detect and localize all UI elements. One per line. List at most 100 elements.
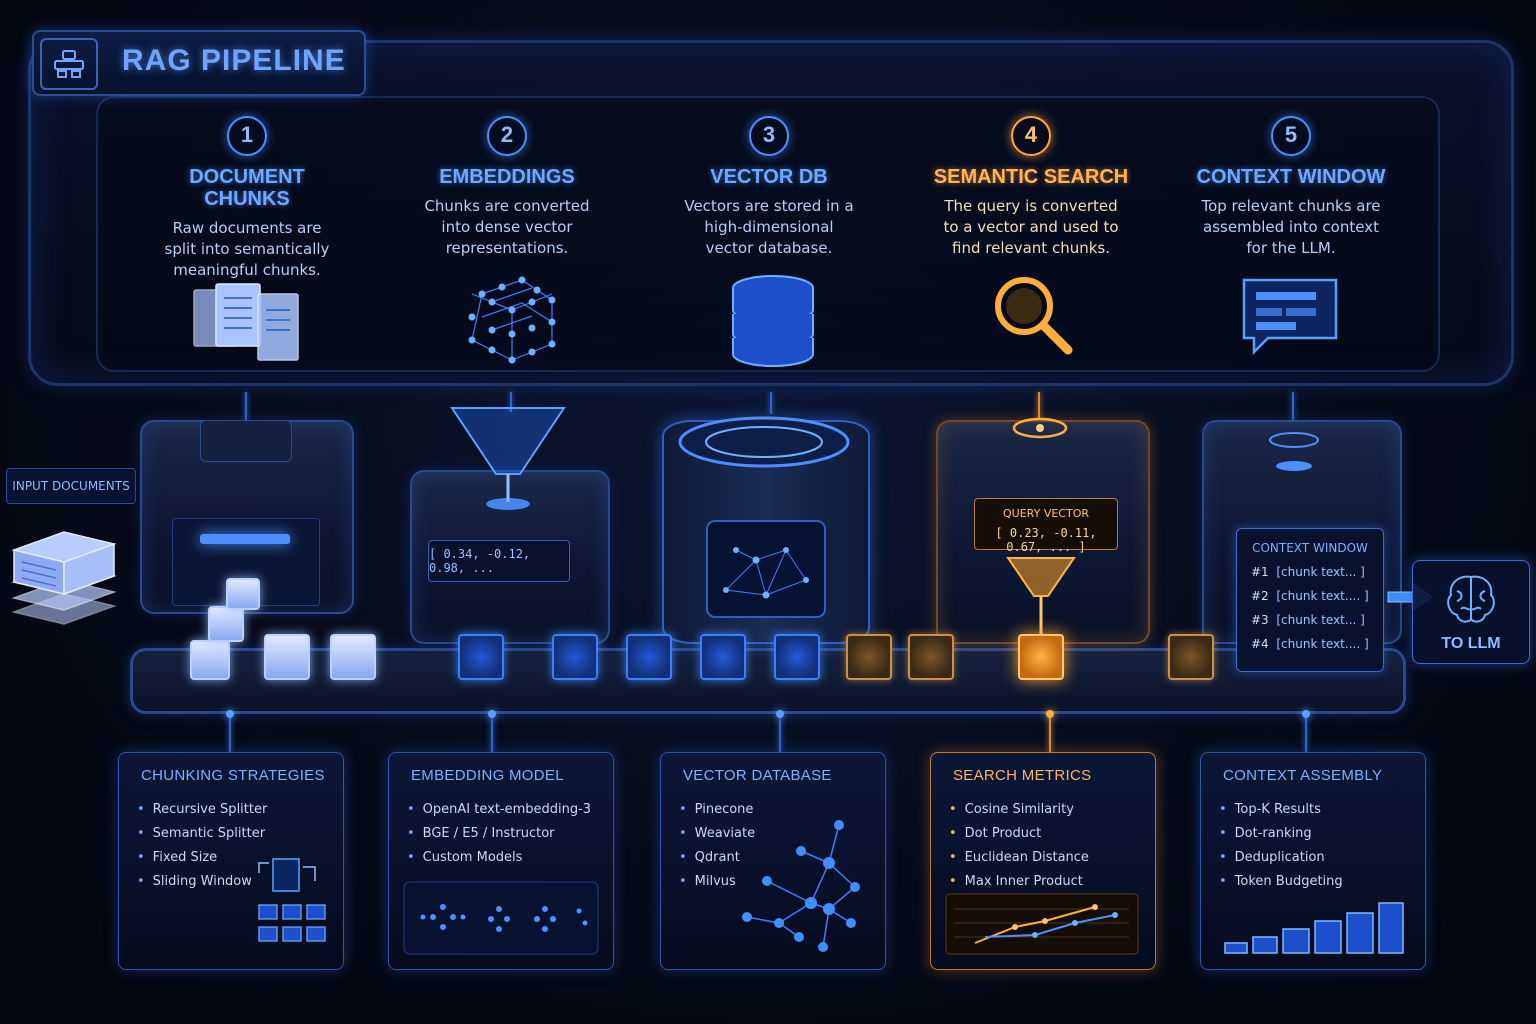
to-llm-label: TO LLM (1441, 635, 1501, 652)
chunk-cube (226, 578, 260, 610)
context-row: #1 [chunk text... ] (1251, 565, 1365, 579)
list-item: Custom Models (407, 846, 613, 870)
pipeline-icon (40, 38, 98, 90)
chunker-light (200, 534, 290, 544)
connector-dot (226, 710, 234, 718)
card-chunking-strategies: CHUNKING STRATEGIES Recursive Splitter S… (118, 752, 344, 970)
card-title: VECTOR DATABASE (683, 767, 832, 784)
matched-cube (1018, 634, 1064, 680)
chunk-cube (190, 640, 230, 680)
vector-cube (626, 634, 672, 680)
context-row: #2 [chunk text.... ] (1251, 589, 1369, 603)
list-item: Recursive Splitter (137, 798, 343, 822)
context-row: #4 [chunk text.... ] (1251, 637, 1369, 651)
embedding-screen: [ 0.34, -0.12, 0.98, ... (428, 540, 570, 582)
page-title: RAG PIPELINE (122, 44, 346, 77)
list-item: Euclidean Distance (949, 846, 1155, 870)
list-item: Qdrant (679, 846, 885, 870)
vector-cube (552, 634, 598, 680)
input-documents-stack-icon (11, 531, 117, 625)
card-title: SEARCH METRICS (953, 767, 1092, 784)
card-title: CONTEXT ASSEMBLY (1223, 767, 1383, 784)
step-number: 2 (487, 116, 527, 156)
candidate-cube (1168, 634, 1214, 680)
list-item: Semantic Splitter (137, 822, 343, 846)
chunk-cube (208, 606, 244, 642)
card-context-assembly: CONTEXT ASSEMBLY Top-K Results Dot-ranki… (1200, 752, 1426, 970)
stacked-blocks-icon (1224, 902, 1404, 954)
connector (229, 718, 231, 752)
list-item: Milvus (679, 870, 885, 894)
connector-dot (1046, 710, 1054, 718)
magnifier-icon (995, 277, 1073, 355)
list-item: Top-K Results (1219, 798, 1425, 822)
list-item: Cosine Similarity (949, 798, 1155, 822)
candidate-cube (908, 634, 954, 680)
list-item: Weaviate (679, 822, 885, 846)
connector (510, 392, 512, 412)
candidate-cube (846, 634, 892, 680)
step-context-window: 5 CONTEXT WINDOW Top relevant chunks are… (1166, 116, 1416, 259)
connector (779, 718, 781, 752)
card-search-metrics: SEARCH METRICS Cosine Similarity Dot Pro… (930, 752, 1156, 970)
step-title: EMBEDDINGS (439, 166, 575, 188)
embedding-funnel-icon (450, 407, 566, 510)
list-item: BGE / E5 / Instructor (407, 822, 613, 846)
list-item: Sliding Window (137, 870, 343, 894)
chunker-top (200, 420, 292, 462)
card-vector-database: VECTOR DATABASE Pinecone Weaviate Qdrant… (660, 752, 886, 970)
connector-dot (1302, 710, 1310, 718)
list-item: Fixed Size (137, 846, 343, 870)
context-row: #3 [chunk text... ] (1251, 613, 1365, 627)
list-item: OpenAI text-embedding-3 (407, 798, 613, 822)
query-vector-value: [ 0.23, -0.11, 0.67, ... ] (995, 526, 1097, 554)
step-title: VECTOR DB (710, 166, 828, 188)
step-title: CONTEXT WINDOW (1196, 166, 1386, 188)
cube-lattice-icon (468, 276, 556, 364)
list-item: Deduplication (1219, 846, 1425, 870)
step-title: SEMANTIC SEARCH (933, 166, 1129, 188)
brain-icon (1447, 575, 1495, 623)
connector (491, 718, 493, 752)
chat-window-icon (1242, 278, 1338, 356)
card-title: EMBEDDING MODEL (411, 767, 564, 784)
step-number: 4 (1011, 116, 1051, 156)
connector (1049, 718, 1051, 752)
vector-graph-icon (742, 820, 860, 952)
list-item: Max Inner Product (949, 870, 1155, 894)
step-number: 1 (227, 116, 267, 156)
chunking-grid-icon (258, 858, 326, 942)
list-item: Token Budgeting (1219, 870, 1425, 894)
step-number: 5 (1271, 116, 1311, 156)
step-semantic-search: 4 SEMANTIC SEARCH The query is converted… (906, 116, 1156, 259)
connector (1292, 392, 1294, 426)
search-target-icon (1012, 417, 1068, 439)
card-embedding-model: EMBEDDING MODEL OpenAI text-embedding-3 … (388, 752, 614, 970)
embedding-clusters-icon (403, 881, 599, 955)
step-number: 3 (749, 116, 789, 156)
input-documents-label: INPUT DOCUMENTS (6, 468, 136, 504)
connector-dot (776, 710, 784, 718)
llm-output-box: TO LLM (1412, 560, 1530, 664)
embedding-vector-text: [ 0.34, -0.12, 0.98, ... (429, 547, 531, 575)
connector-dot (488, 710, 496, 718)
vector-db-top-ring (678, 416, 850, 468)
list-item: Pinecone (679, 798, 885, 822)
chunk-cube (330, 634, 376, 680)
connector (770, 392, 772, 414)
documents-icon (193, 283, 299, 361)
context-window-title: CONTEXT WINDOW (1252, 541, 1368, 555)
search-funnel-icon (1006, 557, 1076, 634)
similarity-plot-icon (945, 893, 1139, 955)
chunk-cube (264, 634, 310, 680)
connector (1305, 718, 1307, 752)
vector-cube (774, 634, 820, 680)
context-window-panel: CONTEXT WINDOW #1 [chunk text... ] #2 [c… (1236, 528, 1384, 672)
